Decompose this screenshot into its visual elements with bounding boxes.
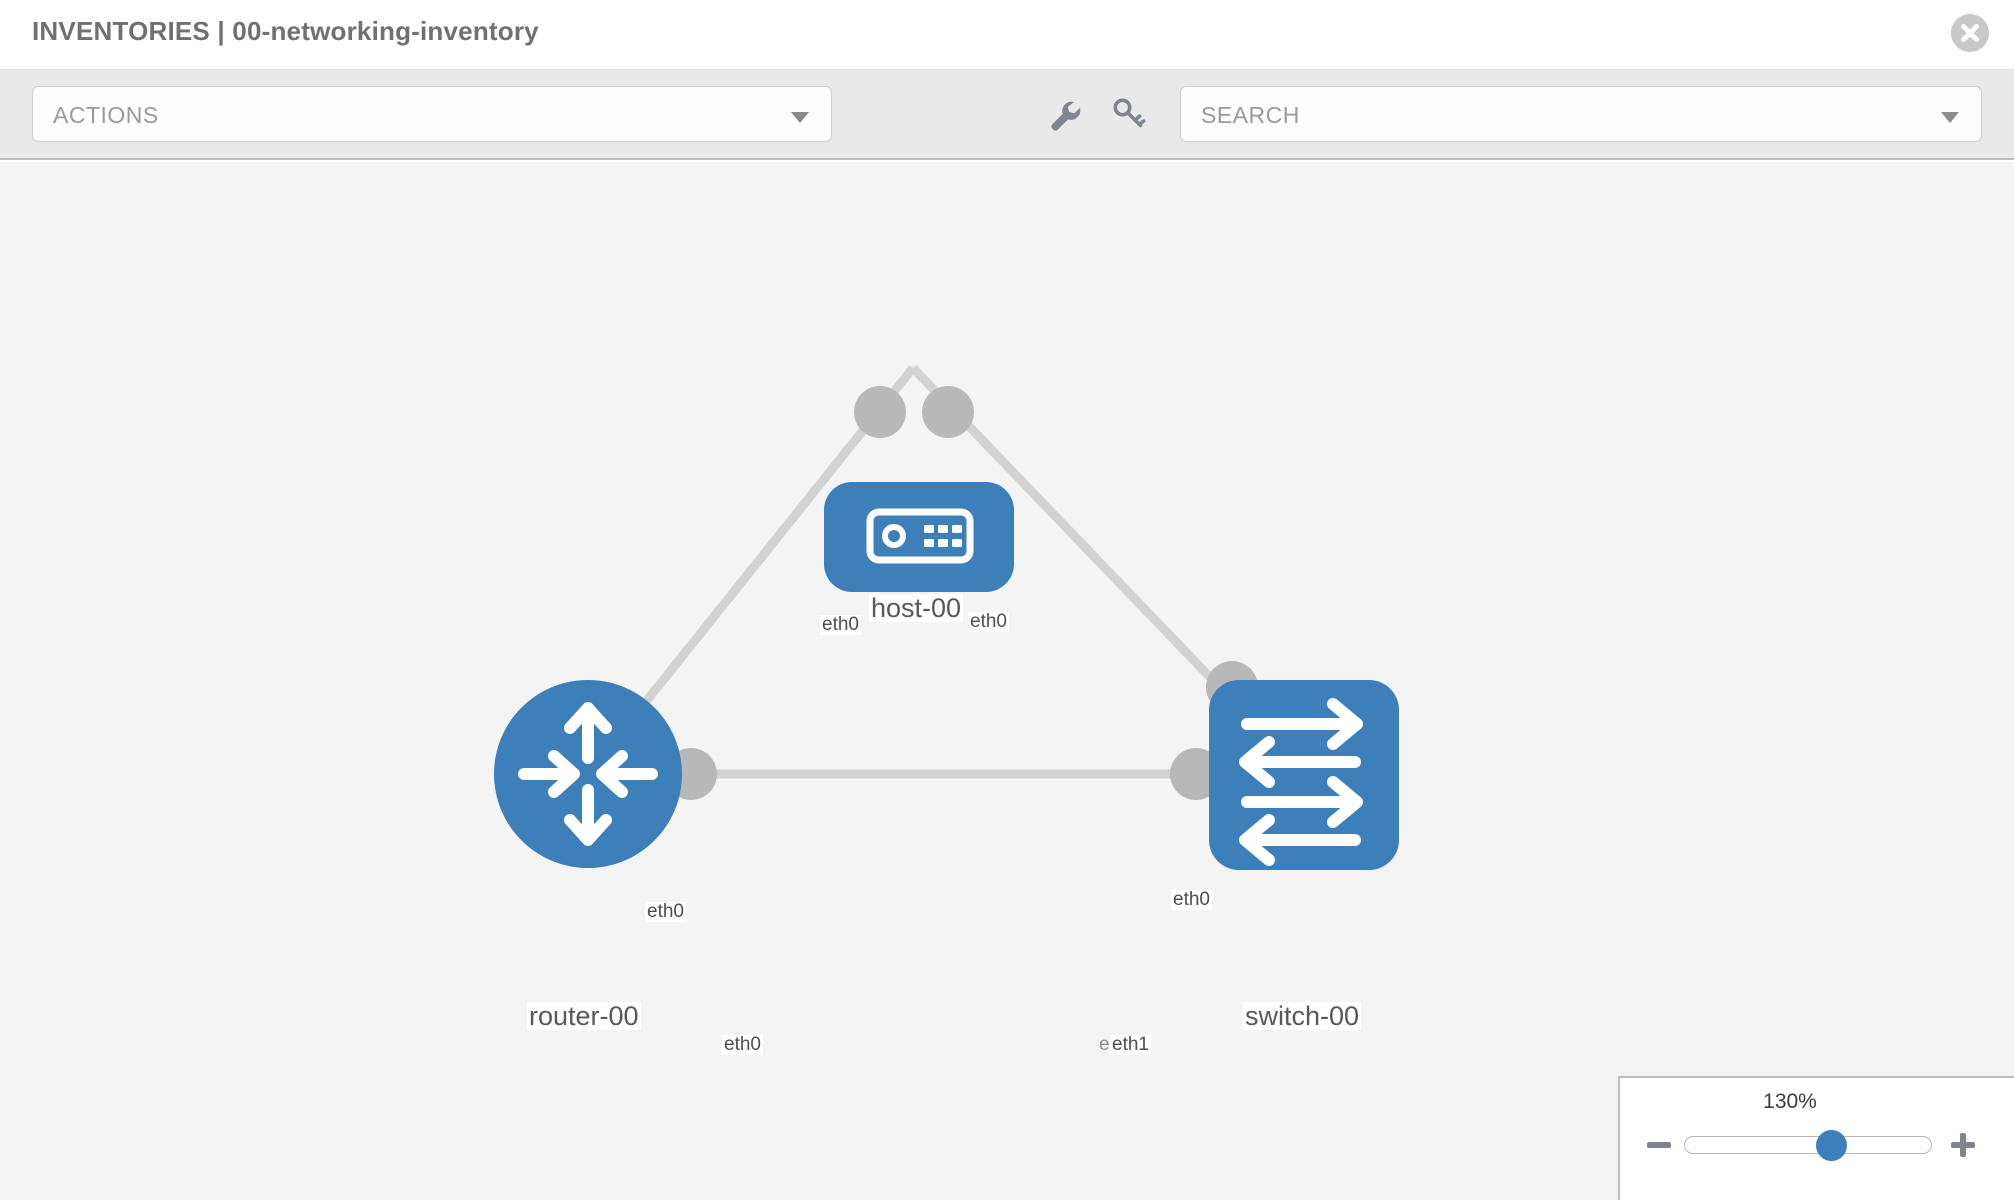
wrench-icon[interactable] xyxy=(1044,94,1084,134)
node-label-router-00: router-00 xyxy=(527,1001,641,1031)
connector-host00-left xyxy=(854,386,906,438)
minus-icon[interactable] xyxy=(1644,1130,1674,1160)
actions-dropdown[interactable]: ACTIONS xyxy=(32,86,832,142)
topology-canvas[interactable]: host-00 router-00 switch-00 eth0 eth0 et… xyxy=(0,162,2014,1200)
toolbar: ACTIONS SEARCH xyxy=(0,70,2014,160)
interface-label-switch00-eth0-uplink: eth0 xyxy=(1171,889,1212,910)
interface-label-router00-eth0: eth0 xyxy=(722,1034,763,1055)
router-arrows-icon xyxy=(518,702,658,846)
search-input[interactable]: SEARCH xyxy=(1180,86,1982,142)
actions-dropdown-label: ACTIONS xyxy=(53,102,159,128)
interface-label-switch00-eth1: eth1 xyxy=(1110,1034,1151,1055)
connector-host00-right xyxy=(922,386,974,438)
node-switch-00 xyxy=(1209,680,1399,870)
search-placeholder: SEARCH xyxy=(1201,102,1300,128)
topology-connectors xyxy=(665,386,1258,800)
chevron-down-icon[interactable] xyxy=(1941,112,1959,123)
server-device-icon xyxy=(866,508,974,564)
node-label-switch-00: switch-00 xyxy=(1243,1001,1362,1031)
zoom-percent-label: 130% xyxy=(1763,1090,1817,1113)
node-router-00 xyxy=(494,680,682,868)
zoom-slider-track[interactable] xyxy=(1684,1130,1932,1161)
close-icon[interactable] xyxy=(1951,14,1989,52)
page-title: INVENTORIES | 00-networking-inventory xyxy=(32,16,539,46)
node-label-host-00: host-00 xyxy=(869,593,964,623)
zoom-control-panel: 130% xyxy=(1618,1076,2014,1200)
topology-svg xyxy=(494,364,1399,870)
plus-icon[interactable] xyxy=(1948,1130,1978,1160)
zoom-slider-row xyxy=(1620,1126,2014,1166)
zoom-slider-thumb[interactable] xyxy=(1816,1130,1847,1161)
node-host-00 xyxy=(824,482,1014,592)
interface-label-router00-eth0-uplink: eth0 xyxy=(645,901,686,922)
interface-label-host00-eth0-right: eth0 xyxy=(968,611,1009,632)
page-header: INVENTORIES | 00-networking-inventory xyxy=(0,0,2014,70)
interface-label-host00-eth0-left: eth0 xyxy=(820,614,861,635)
chevron-down-icon xyxy=(791,112,809,123)
key-icon[interactable] xyxy=(1108,94,1148,134)
switch-arrows-icon xyxy=(1239,698,1363,866)
